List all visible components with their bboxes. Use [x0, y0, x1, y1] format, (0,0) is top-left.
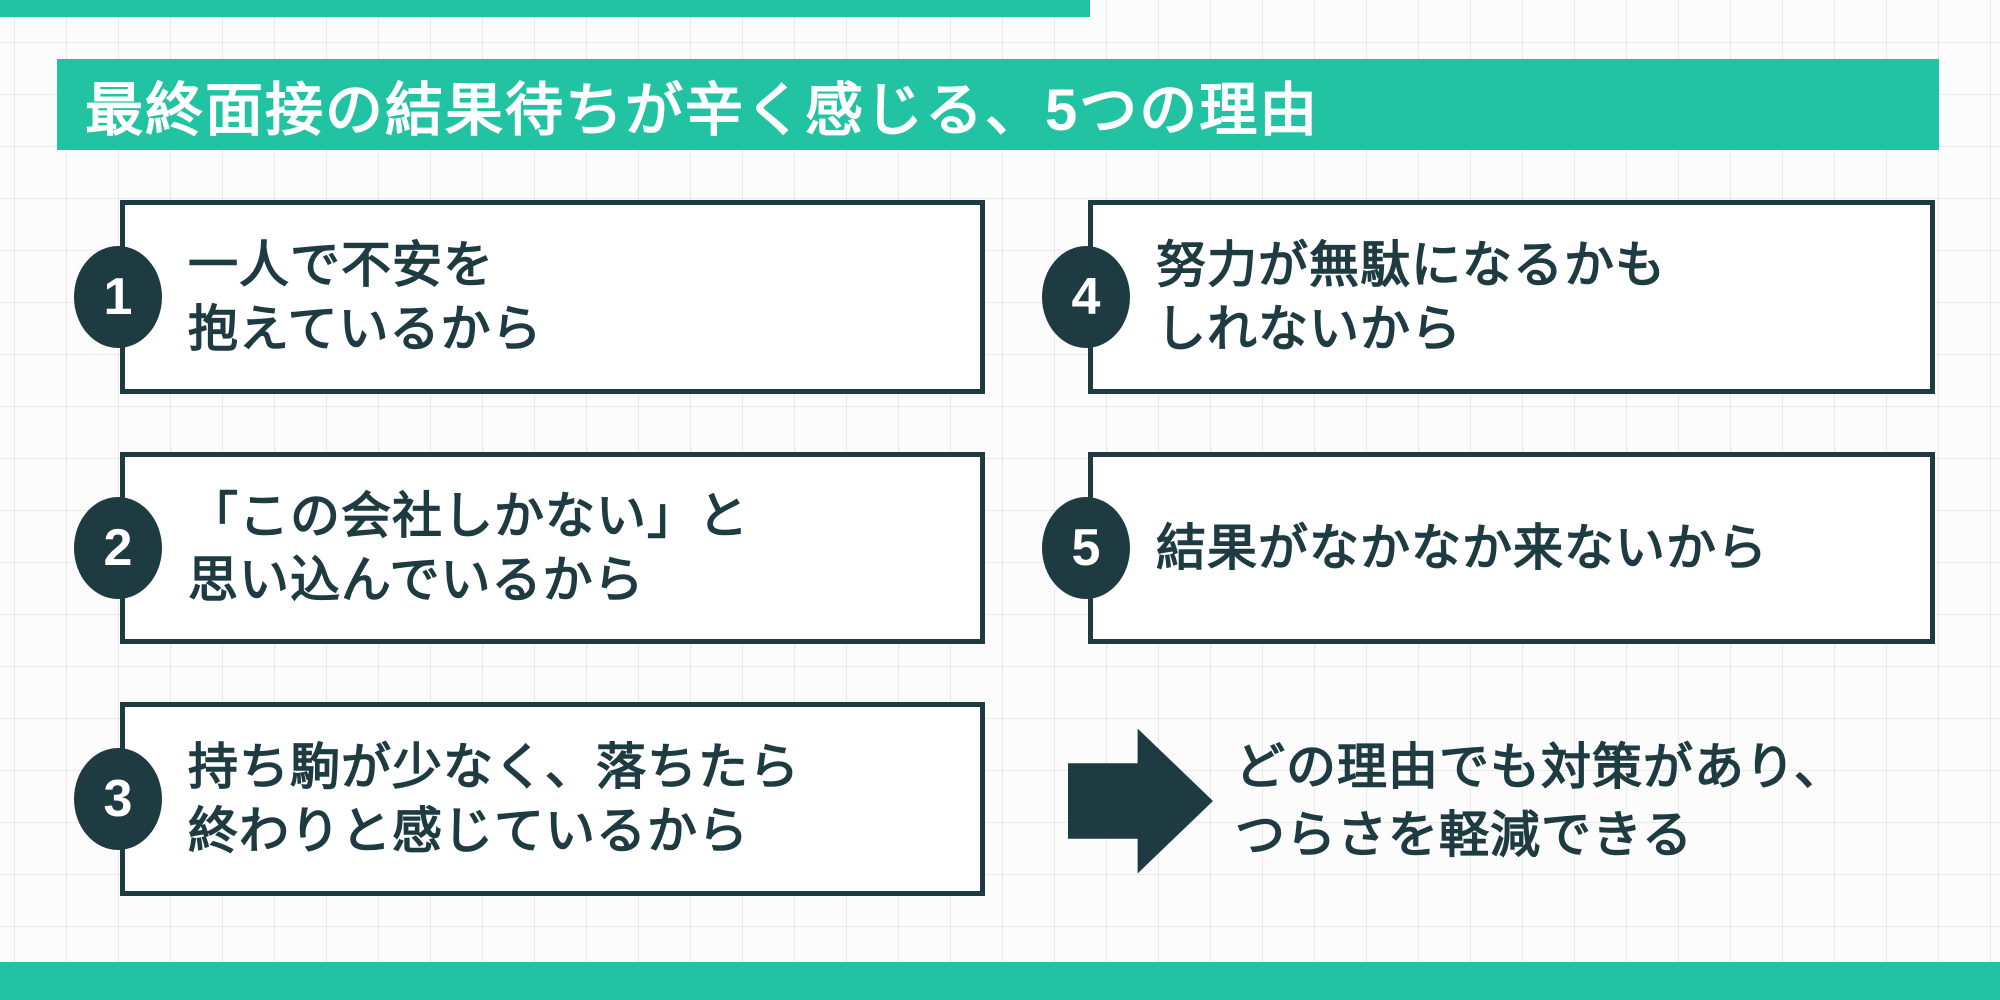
reason-text-line: 「この会社しかない」と — [188, 488, 749, 544]
reason-card-2: 2 「この会社しかない」と 思い込んでいるから — [74, 452, 985, 644]
reason-box — [120, 702, 985, 896]
conclusion-text-line: どの理由でも対策があり、 — [1235, 739, 1845, 795]
bottom-accent-strip — [0, 962, 2000, 1000]
reason-card-1: 1 一人で不安を 抱えているから — [74, 200, 985, 394]
reason-text-line: 結果がなかなか来ないから — [1156, 520, 1768, 576]
reason-text-line: 持ち駒が少なく、落ちたら — [188, 739, 800, 795]
conclusion-text-line: つらさを軽減できる — [1235, 807, 1693, 863]
number-label: 2 — [103, 519, 133, 577]
reason-text-line: 思い込んでいるから — [188, 552, 645, 608]
reason-text-line: 努力が無駄になるかも — [1156, 237, 1666, 293]
reason-text: 努力が無駄になるかも しれないから — [1156, 200, 1925, 394]
arrow-right-icon — [1068, 728, 1213, 874]
reason-text: 結果がなかなか来ないから — [1156, 452, 1925, 644]
reason-card-4: 4 努力が無駄になるかも しれないから — [1042, 200, 1935, 394]
reason-text: 持ち駒が少なく、落ちたら 終わりと感じているから — [188, 702, 975, 896]
reason-box — [120, 452, 985, 644]
reason-card-5: 5 結果がなかなか来ないから — [1042, 452, 1935, 644]
number-label: 1 — [103, 268, 133, 326]
reason-box — [1088, 200, 1935, 394]
number-label: 3 — [103, 770, 133, 828]
number-badge-2: 2 — [74, 497, 162, 599]
number-label: 4 — [1071, 268, 1101, 326]
number-label: 5 — [1071, 519, 1101, 577]
number-badge-4: 4 — [1042, 246, 1130, 348]
conclusion-text: どの理由でも対策があり、 つらさを軽減できる — [1235, 733, 1845, 869]
header-banner: 最終面接の結果待ちが辛く感じる、5つの理由 — [57, 59, 1939, 150]
reason-box — [1088, 452, 1935, 644]
number-badge-3: 3 — [74, 748, 162, 850]
reason-text-line: しれないから — [1156, 301, 1462, 357]
number-badge-1: 1 — [74, 246, 162, 348]
reason-text: 「この会社しかない」と 思い込んでいるから — [188, 452, 975, 644]
top-accent-strip — [0, 0, 1090, 17]
conclusion: どの理由でも対策があり、 つらさを軽減できる — [1068, 726, 1845, 876]
number-badge-5: 5 — [1042, 497, 1130, 599]
reason-text-line: 抱えているから — [188, 301, 543, 357]
reason-text: 一人で不安を 抱えているから — [188, 200, 975, 394]
reason-text-line: 一人で不安を — [188, 237, 494, 293]
page-title: 最終面接の結果待ちが辛く感じる、5つの理由 — [85, 77, 1320, 143]
reason-card-3: 3 持ち駒が少なく、落ちたら 終わりと感じているから — [74, 702, 985, 896]
reason-text-line: 終わりと感じているから — [188, 803, 749, 859]
